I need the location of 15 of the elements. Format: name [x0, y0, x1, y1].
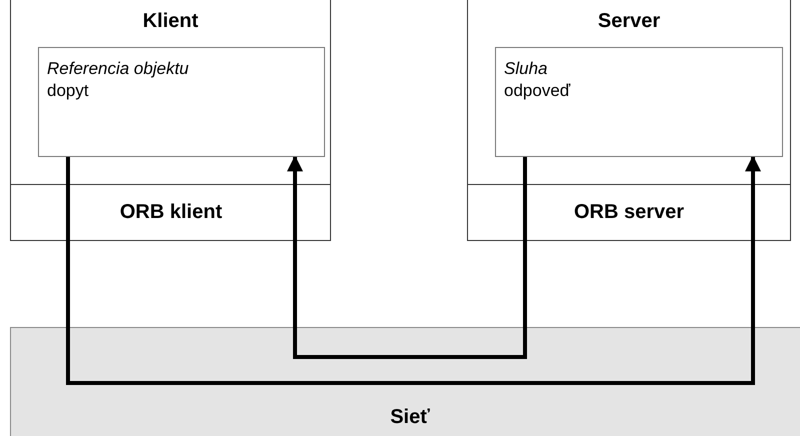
layer-label: ORB server [574, 201, 684, 224]
component-box [10, 0, 331, 241]
layer-label: ORB klient [120, 201, 222, 224]
arrow [66, 155, 761, 385]
object-box [495, 47, 783, 157]
arrow [287, 155, 527, 359]
operation-label: odpoveď [504, 80, 570, 102]
object-box [38, 47, 325, 157]
component-title: Server [596, 10, 662, 33]
component-box [467, 0, 791, 241]
object-name: Referencia objektu [47, 58, 189, 80]
operation-label: dopyt [47, 80, 89, 102]
component-title: Klient [142, 10, 200, 33]
layer-label: Sieť [390, 406, 430, 428]
object-name: Sluha [504, 58, 548, 80]
